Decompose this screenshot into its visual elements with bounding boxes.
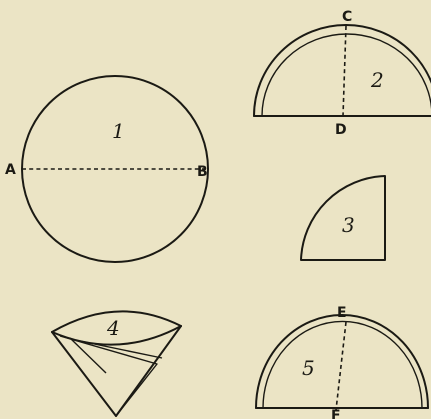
cone-right-side: [115, 325, 182, 417]
cone-inner-flap-1: [59, 335, 158, 417]
point-e-label: E: [337, 305, 347, 321]
semicircle-outer-arc: [255, 314, 429, 409]
point-a-label: A: [5, 162, 16, 178]
point-b-label: B: [197, 164, 208, 180]
semicircle-inner-arc: [261, 33, 431, 117]
point-f-label: F: [331, 408, 341, 419]
figure-1-number: 1: [112, 119, 125, 143]
semicircle-outer-arc: [253, 24, 431, 117]
figure-1-circle: 1 A B: [5, 75, 209, 263]
quarter-circle-outline: [300, 175, 386, 261]
figure-4-cone: 4: [51, 310, 182, 417]
fold-line-c-d: [342, 25, 347, 117]
figure-5-semicircle: 5 E F: [255, 305, 429, 419]
point-c-label: C: [342, 9, 352, 25]
cone-inner-flap-2: [79, 340, 163, 359]
figure-2-semicircle: 2 C D: [253, 9, 431, 138]
circle-outline: [21, 75, 209, 263]
figure-3-quarter-circle: 3: [300, 175, 386, 261]
cone-inner-flap-3: [69, 337, 107, 374]
point-d-label: D: [335, 122, 347, 138]
figure-3-number: 3: [342, 213, 355, 237]
figure-5-number: 5: [302, 356, 315, 380]
figure-4-number: 4: [106, 316, 120, 340]
cone-left-side: [51, 331, 117, 417]
cone-rim-top: [51, 310, 182, 333]
semicircle-inner-arc: [262, 320, 423, 409]
fold-line-e-f: [335, 321, 347, 411]
figure-2-number: 2: [370, 68, 384, 92]
